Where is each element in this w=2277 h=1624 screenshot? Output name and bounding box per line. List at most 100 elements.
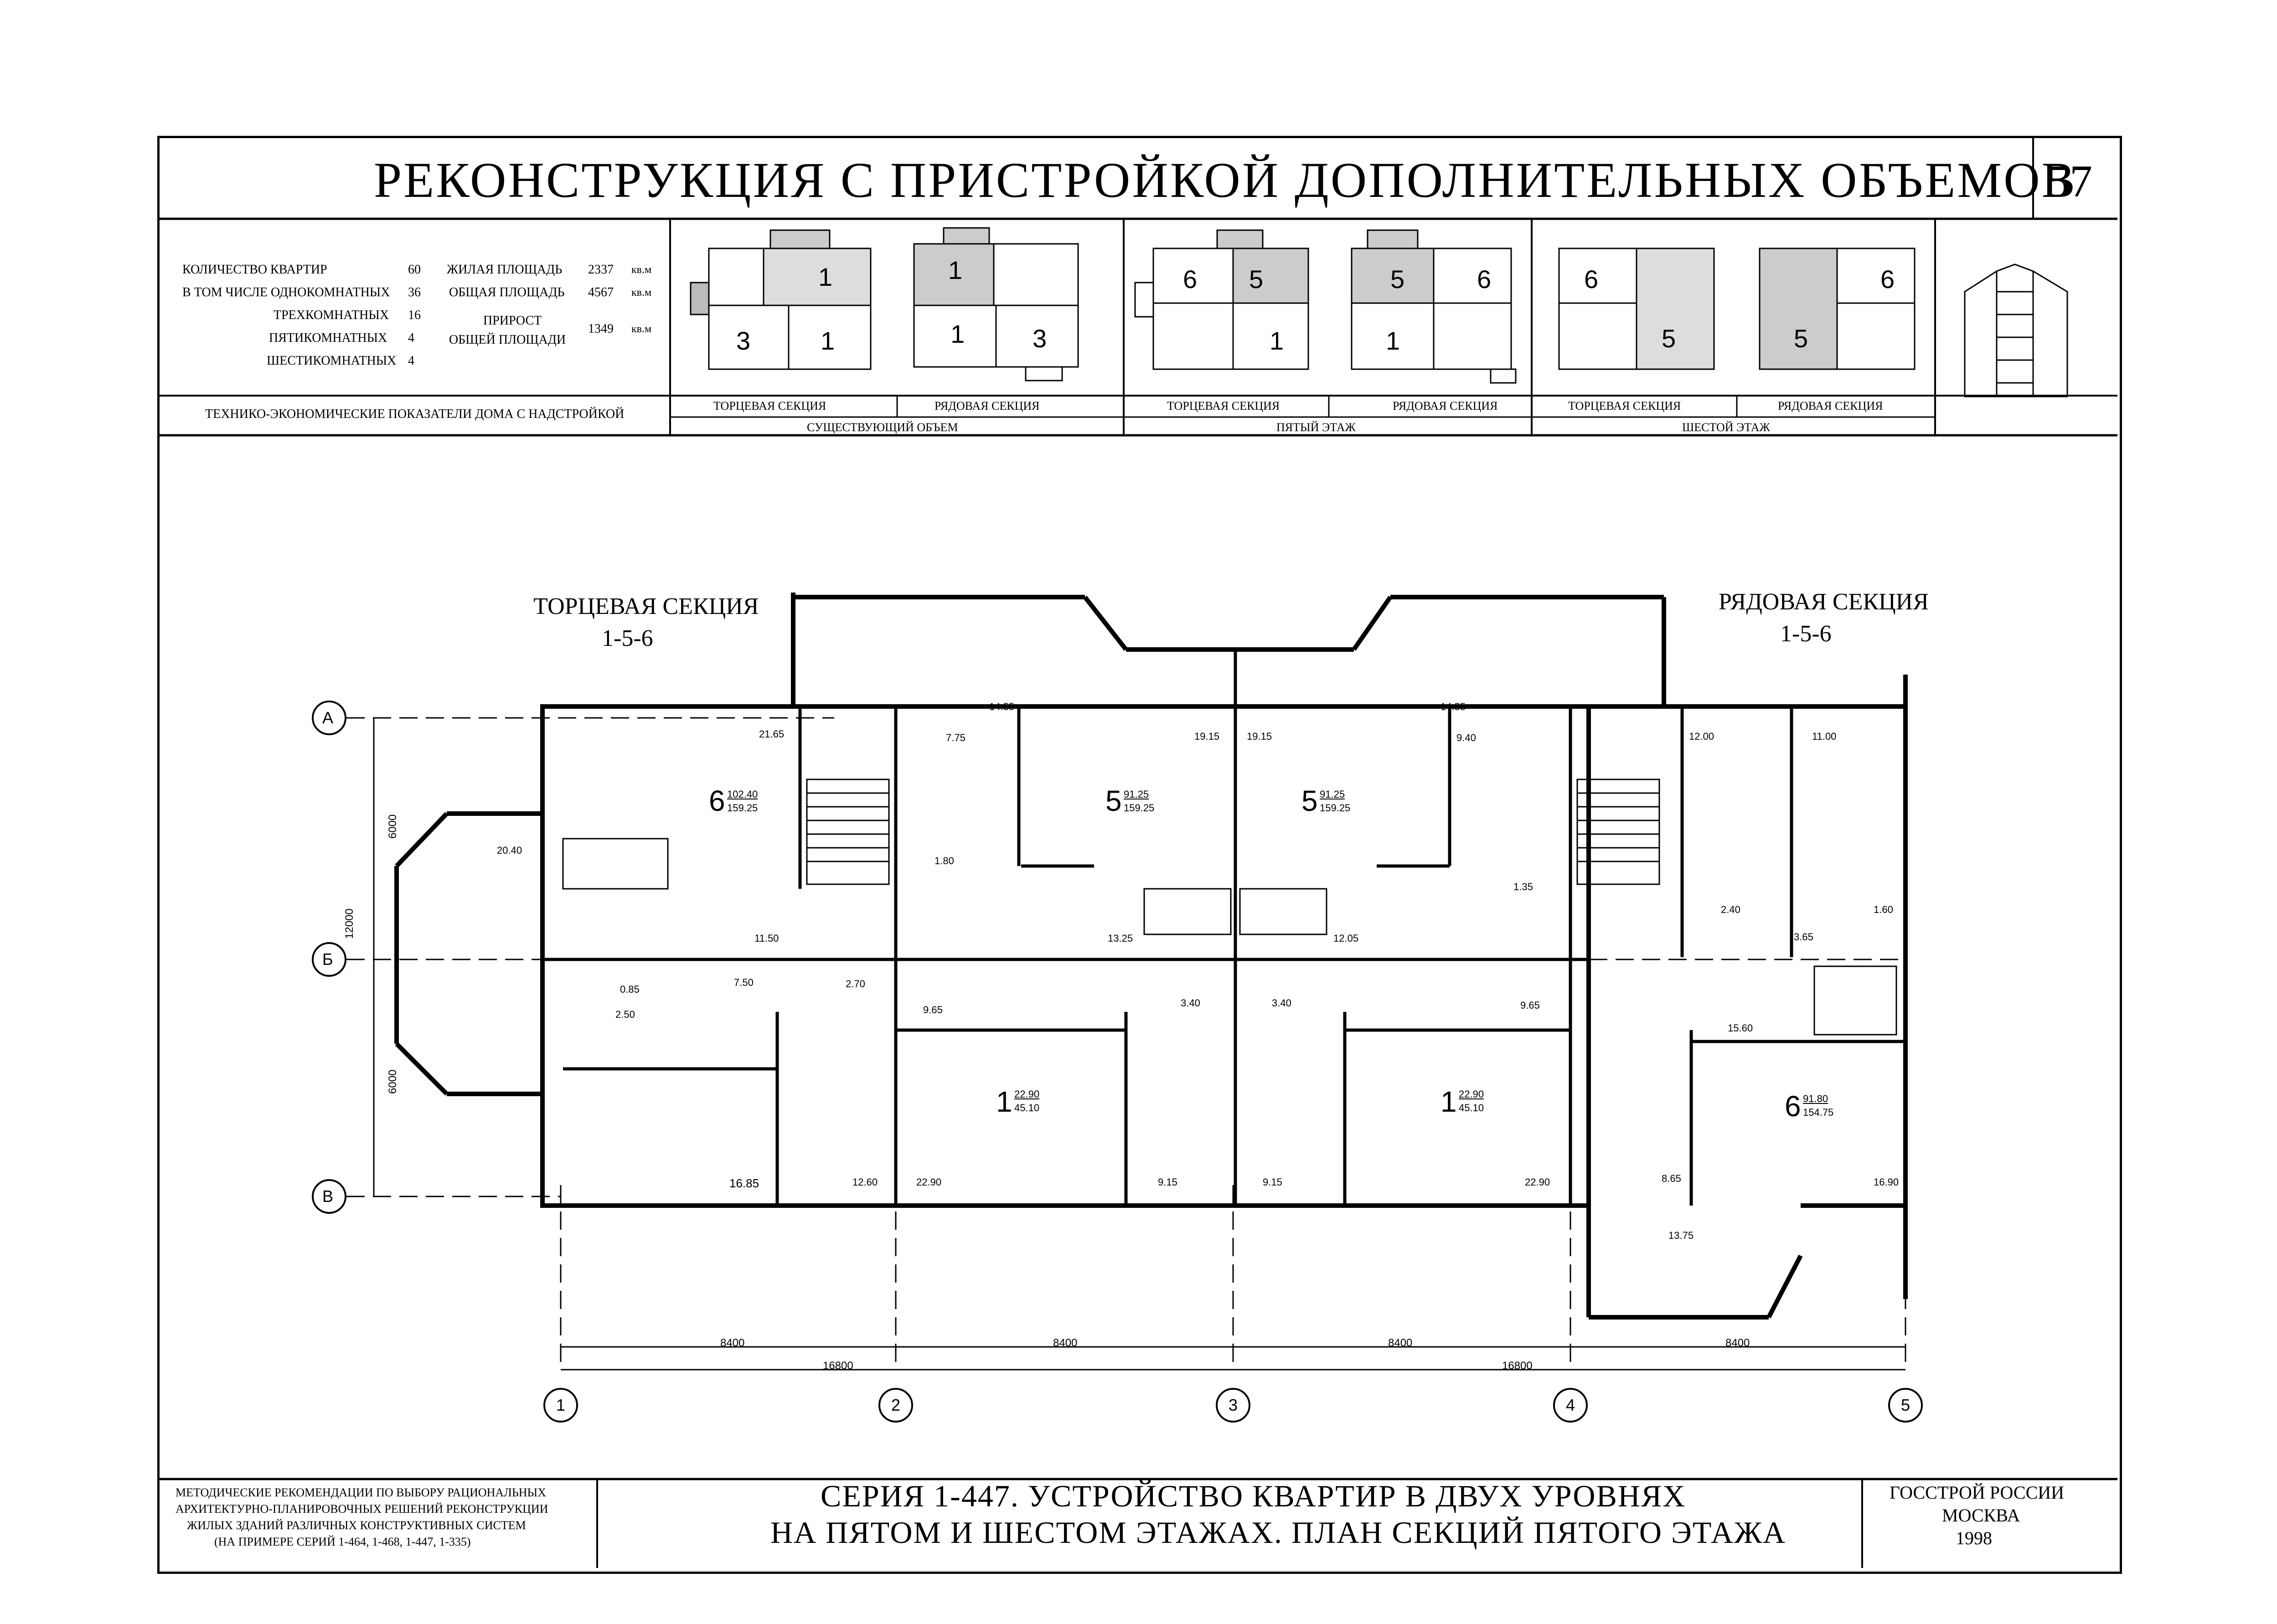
scheme-digit: 1 [1386,326,1400,355]
scheme-label: ТОРЦЕВАЯ СЕКЦИЯ [1568,399,1681,412]
room-area: 12.00 [1689,731,1714,742]
room-area: 21.65 [759,728,785,740]
drawing-sheet [157,136,2122,1574]
room-area: 14.55 [1441,701,1466,712]
footer-left-line: АРХИТЕКТУРНО-ПЛАНИРОВОЧНЫХ РЕШЕНИЙ РЕКОН… [176,1502,548,1516]
sheet-number: 57 [2047,156,2092,206]
room-area: 2.50 [615,1009,635,1020]
room-area: 2.40 [1721,904,1740,915]
stat-value: 4567 [588,285,614,299]
scheme-label: ТОРЦЕВАЯ СЕКЦИЯ [713,399,826,412]
scheme-digit: 5 [1662,324,1676,353]
apartment-total-area: 159.25 [1124,802,1155,814]
stat-value: 36 [408,285,421,299]
room-area: 16.90 [1874,1176,1899,1188]
scheme-digit: 6 [1584,265,1599,294]
apartment-living-area: 102.40 [727,789,758,800]
stat-value: 4 [408,331,414,345]
scheme-digit: 1 [821,326,835,355]
apartment-total-area: 154.75 [1803,1107,1834,1118]
room-area: 0.85 [620,984,640,995]
dim-bottom: 8400 [720,1337,745,1349]
apartment-number: 5 [1105,784,1122,817]
apartment-total-area: 45.10 [1459,1102,1484,1114]
axis-letter: Б [322,950,333,969]
room-area: 14.55 [989,701,1015,712]
stat-unit: кв.м [631,264,652,276]
room-area: 8.65 [1662,1173,1681,1184]
scheme-digit: 3 [1033,324,1047,353]
scheme-label: РЯДОВАЯ СЕКЦИЯ [1778,399,1883,412]
scheme-label: РЯДОВАЯ СЕКЦИЯ [1393,399,1498,412]
scheme-digit: 1 [950,320,965,348]
scheme-digit: 6 [1880,265,1895,294]
scheme-digit: 5 [1390,265,1405,294]
room-area: 19.15 [1247,731,1272,742]
room-area: 2.70 [846,978,865,990]
scheme-digit: 3 [736,326,751,355]
axis-number: 3 [1229,1396,1238,1414]
section-right-code: 1-5-6 [1780,621,1832,647]
room-area: 16.85 [729,1176,759,1190]
dim-vertical: 6000 [387,814,399,839]
axis-number: 2 [891,1396,901,1414]
stat-value: 4 [408,354,414,368]
apartment-living-area: 91.80 [1803,1093,1828,1104]
room-area: 20.40 [497,845,522,856]
room-area: 22.90 [1525,1176,1550,1188]
floor-plan [312,593,1923,1423]
room-area: 15.60 [1728,1022,1753,1034]
room-area: 9.15 [1158,1176,1177,1188]
section-left-name: ТОРЦЕВАЯ СЕКЦИЯ [533,593,759,619]
stat-label: ЖИЛАЯ ПЛОЩАДЬ [447,263,563,277]
room-area: 1.60 [1874,904,1893,915]
dim-bottom-total: 16800 [1502,1360,1533,1372]
scheme-digit: 1 [818,263,833,291]
stat-value: 16 [408,308,421,322]
apartment-living-area: 91.25 [1124,789,1149,800]
dim-bottom: 8400 [1725,1337,1750,1349]
room-area: 3.40 [1272,997,1291,1009]
footer-year: 1998 [1956,1528,1992,1548]
apartment-living-area: 22.90 [1459,1088,1484,1100]
group-label: ШЕСТОЙ ЭТАЖ [1682,421,1770,434]
room-area: 9.65 [923,1004,943,1016]
stat-label: ОБЩЕЙ ПЛОЩАДИ [449,333,566,347]
footer-left-line: ЖИЛЫХ ЗДАНИЙ РАЗЛИЧНЫХ КОНСТРУКТИВНЫХ СИ… [187,1519,526,1532]
axis-letter: А [322,708,334,727]
apartment-total-area: 159.25 [727,802,758,814]
room-area: 7.75 [946,732,966,743]
stat-label: ПРИРОСТ [483,314,542,328]
stat-label: ТРЕХКОМНАТНЫХ [274,308,389,322]
stat-label: В ТОМ ЧИСЛЕ ОДНОКОМНАТНЫХ [182,285,390,299]
room-area: 9.15 [1263,1176,1282,1188]
page-title: РЕКОНСТРУКЦИЯ С ПРИСТРОЙКОЙ ДОПОЛНИТЕЛЬН… [374,152,2077,208]
apartment-number: 1 [996,1085,1012,1118]
room-area: 9.65 [1520,1000,1540,1011]
room-area: 13.25 [1108,933,1133,944]
apartment-living-area: 91.25 [1320,789,1345,800]
footer-city: МОСКВА [1942,1505,2020,1526]
stat-label: ОБЩАЯ ПЛОЩАДЬ [449,285,565,299]
dim-vertical: 12000 [343,908,356,939]
footer-left-line: МЕТОДИЧЕСКИЕ РЕКОМЕНДАЦИИ ПО ВЫБОРУ РАЦИ… [176,1486,546,1499]
group-label: ПЯТЫЙ ЭТАЖ [1276,421,1356,434]
room-area: 11.50 [754,933,779,944]
apartment-number: 6 [1785,1090,1801,1123]
apartment-total-area: 159.25 [1320,802,1351,814]
stats-caption: ТЕХНИКО-ЭКОНОМИЧЕСКИЕ ПОКАЗАТЕЛИ ДОМА С … [205,407,625,421]
apartment-number: 6 [709,784,725,817]
scheme-digit: 6 [1477,265,1492,294]
room-area: 1.80 [935,855,954,866]
scheme-label: РЯДОВАЯ СЕКЦИЯ [935,399,1040,412]
room-area: 3.40 [1181,997,1200,1009]
scheme-digit: 6 [1183,265,1198,294]
axis-number: 5 [1901,1396,1910,1414]
dim-vertical: 6000 [387,1069,399,1094]
axis-letter: В [322,1187,334,1206]
scheme-label: ТОРЦЕВАЯ СЕКЦИЯ [1167,399,1280,412]
dim-bottom: 8400 [1053,1337,1078,1349]
section-left-code: 1-5-6 [602,625,653,651]
scheme-digit: 1 [1270,326,1284,355]
scheme-digit: 5 [1249,265,1264,294]
